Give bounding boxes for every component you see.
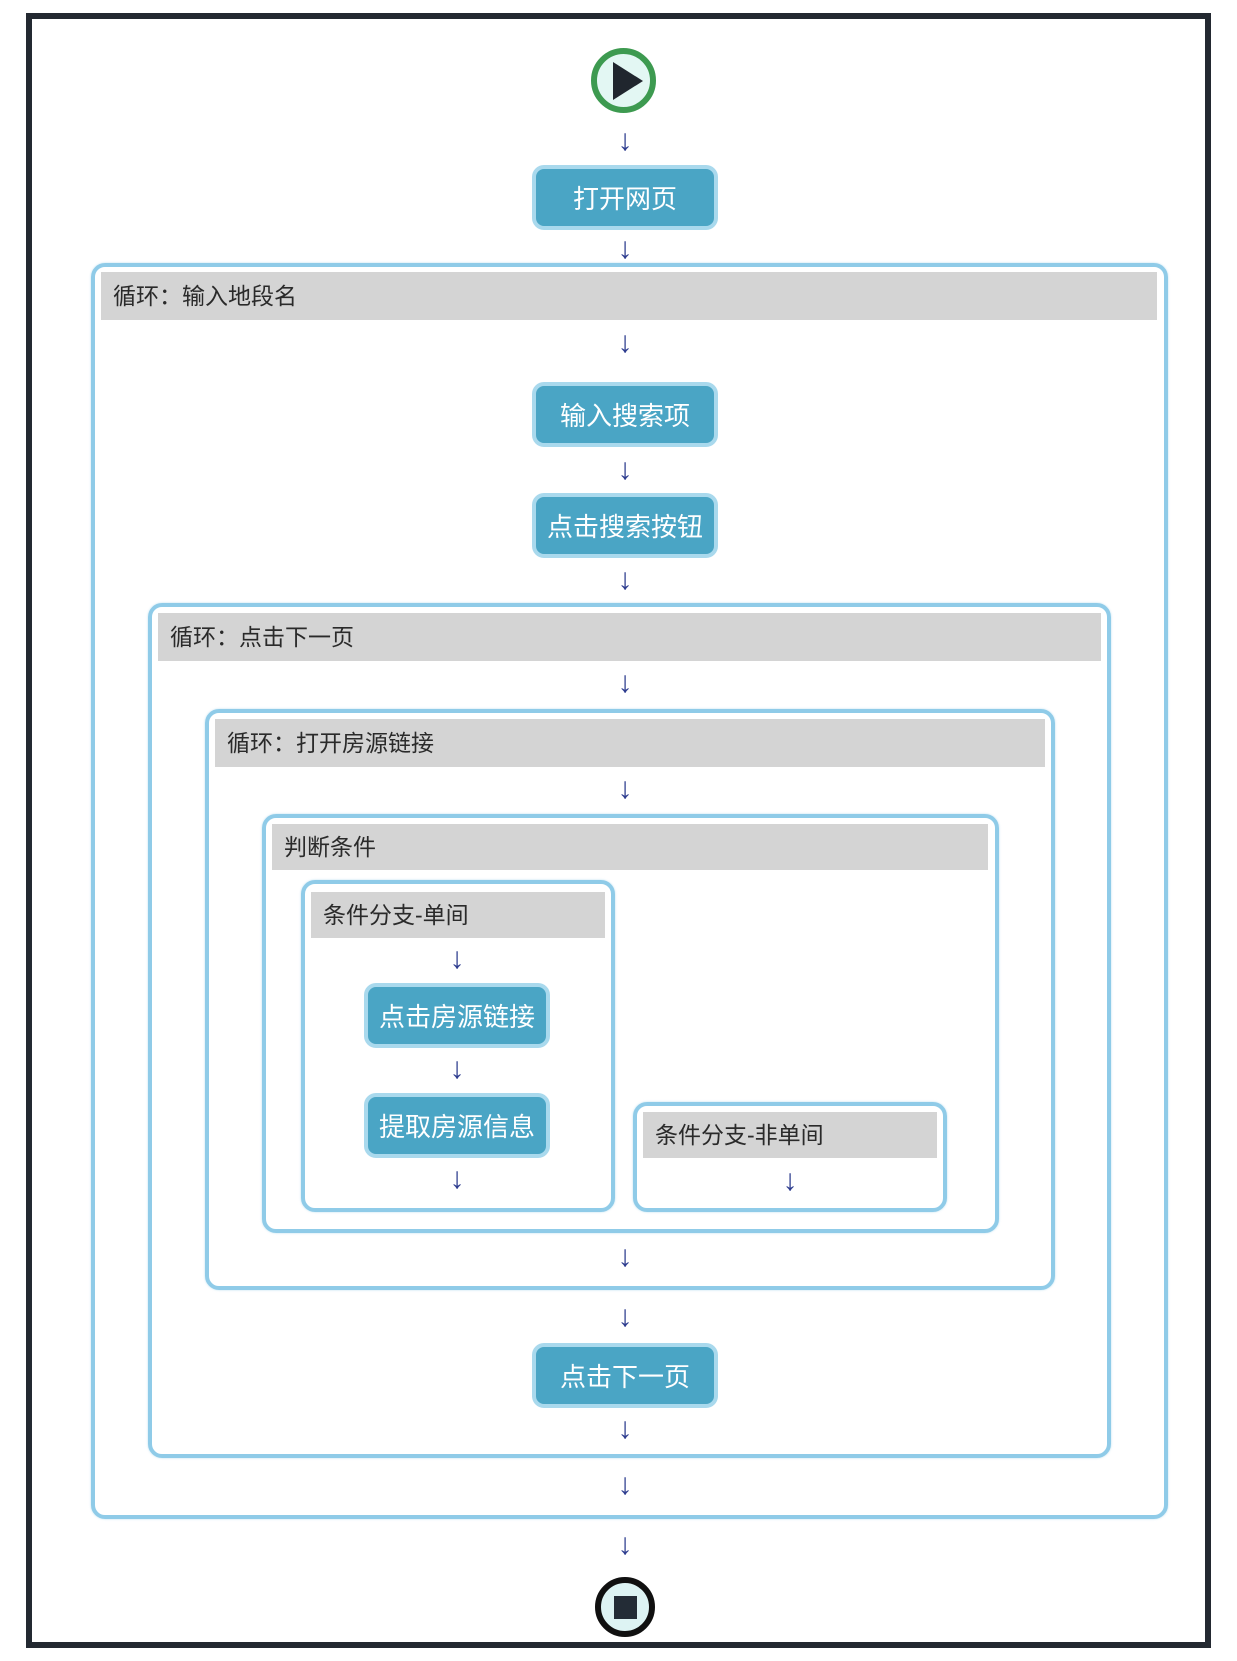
condition-container (262, 814, 999, 1233)
arrow-down-icon: ↓ (617, 1412, 633, 1445)
arrow-down-icon: ↓ (449, 942, 465, 975)
branch-header-not-single-room[interactable]: 条件分支-非单间 (643, 1112, 937, 1158)
loop-header-input-area[interactable]: 循环：输入地段名 (101, 272, 1157, 320)
loop-container-input-area (91, 263, 1168, 1519)
outer-frame (26, 13, 1211, 1648)
end-node[interactable] (595, 1577, 655, 1637)
step-click-next-page-button[interactable]: 点击下一页 (532, 1343, 718, 1408)
arrow-down-icon: ↓ (617, 326, 633, 359)
step-extract-listing-info-button[interactable]: 提取房源信息 (364, 1093, 550, 1158)
step-enter-search-term-button[interactable]: 输入搜索项 (532, 382, 718, 447)
stop-icon (613, 1595, 637, 1619)
arrow-down-icon: ↓ (617, 124, 633, 157)
loop-header-open-listing[interactable]: 循环：打开房源链接 (215, 719, 1045, 767)
branch-container-single-room (301, 880, 615, 1212)
arrow-down-icon: ↓ (617, 1468, 633, 1501)
step-click-listing-link-button[interactable]: 点击房源链接 (364, 983, 550, 1048)
arrow-down-icon: ↓ (449, 1052, 465, 1085)
start-node[interactable] (591, 48, 656, 113)
arrow-down-icon: ↓ (617, 1240, 633, 1273)
arrow-down-icon: ↓ (617, 1300, 633, 1333)
arrow-down-icon: ↓ (782, 1164, 798, 1197)
condition-header[interactable]: 判断条件 (272, 824, 988, 870)
arrow-down-icon: ↓ (617, 772, 633, 805)
arrow-down-icon: ↓ (449, 1162, 465, 1195)
branch-container-not-single-room (633, 1102, 947, 1212)
play-icon (613, 61, 643, 100)
branch-header-single-room[interactable]: 条件分支-单间 (311, 892, 605, 938)
arrow-down-icon: ↓ (617, 1528, 633, 1561)
loop-header-next-page[interactable]: 循环：点击下一页 (158, 613, 1101, 661)
loop-container-next-page (148, 603, 1111, 1458)
arrow-down-icon: ↓ (617, 453, 633, 486)
arrow-down-icon: ↓ (617, 563, 633, 596)
loop-container-open-listing (205, 709, 1055, 1290)
arrow-down-icon: ↓ (617, 666, 633, 699)
step-open-webpage-button[interactable]: 打开网页 (532, 165, 718, 230)
step-click-search-button[interactable]: 点击搜索按钮 (532, 493, 718, 558)
arrow-down-icon: ↓ (617, 232, 633, 265)
